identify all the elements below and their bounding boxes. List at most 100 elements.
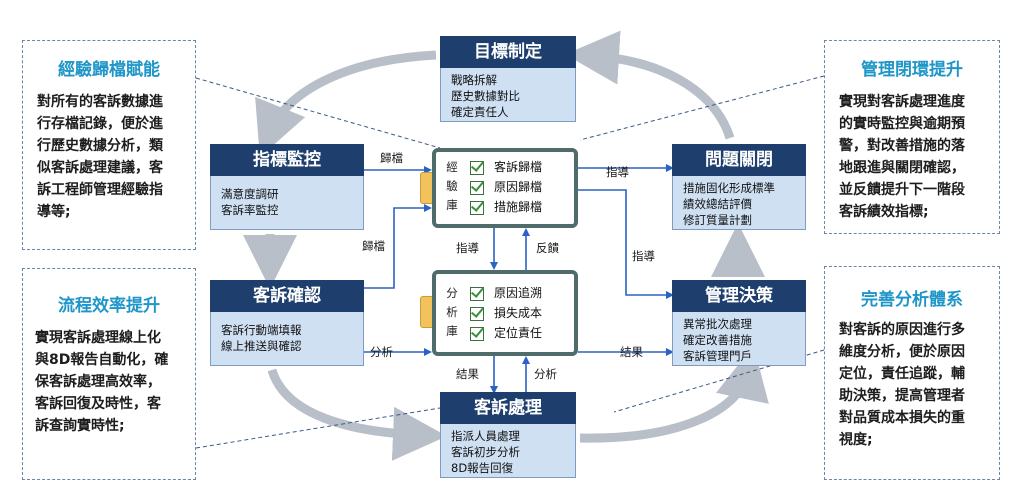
library-item-label: 損失成本	[494, 306, 543, 320]
node-item: 措施固化形成標準	[683, 181, 775, 195]
side-box-line: 與8D報告自動化，確	[35, 352, 169, 368]
cycle-arrow-confirm-to-handle	[267, 368, 447, 461]
side-box-line: 並反饋提升下一階段	[839, 182, 965, 198]
node-body: 指派人員處理 客訴初步分析 8D報告回復	[440, 424, 576, 478]
arrow-exp-to-decision	[578, 189, 674, 299]
library-side-char: 經	[446, 160, 458, 174]
side-box-line: 對品質成本損失的重	[839, 410, 965, 426]
library-item: 定位責任	[470, 324, 542, 341]
node-body: 措施固化形成標準 績效總結評價 修訂質量計劃	[672, 176, 806, 230]
side-box-efficiency: 流程效率提升 實現客訴處理線上化 與8D報告自動化，確 保客訴處理高效率， 客訴…	[22, 268, 196, 480]
arrow-label: 指導	[606, 165, 629, 179]
connector-top-right	[579, 75, 825, 141]
side-box-line: 的實時監控與逾期預	[839, 116, 965, 132]
cycle-arrow-goal-to-monitor	[255, 50, 437, 158]
side-box-line: 維度分析，便於原因	[839, 344, 965, 360]
library-side-char: 分	[446, 286, 458, 300]
arrow-label: 歸檔	[362, 239, 385, 253]
node-monitor: 指標監控 滿意度調研 客訴率監控	[210, 144, 364, 230]
node-title: 指標監控	[210, 144, 364, 176]
analysis-library: 分 析 庫 原因追溯 損失成本 定位責任	[432, 270, 578, 356]
library-item-label: 原因追溯	[494, 286, 543, 300]
arrow-label: 分析	[370, 345, 393, 359]
node-item: 確定改善措施	[683, 333, 752, 347]
side-box-line: 似客訴處理建議，客	[37, 160, 163, 176]
side-box-title: 管理閉環提升	[861, 60, 963, 80]
library-side-char: 驗	[446, 179, 458, 193]
arrow-label: 分析	[534, 367, 557, 381]
node-item: 修訂質量計劃	[683, 213, 752, 227]
node-goal: 目標制定 戰略拆解 歷史數據對比 確定責任人	[440, 36, 576, 122]
node-item: 客訴率監控	[221, 203, 279, 217]
side-box-line: 對客訴的原因進行多	[839, 322, 965, 338]
side-box-line: 導等;	[37, 204, 71, 220]
side-box-line: 客訴績效指標;	[839, 204, 929, 220]
library-side-char: 庫	[446, 324, 458, 338]
checkbox-icon	[470, 180, 484, 195]
side-box-line: 訴查詢實時性;	[35, 418, 125, 434]
library-side-char: 庫	[446, 198, 458, 212]
arrow-label: 指導	[632, 249, 655, 263]
node-body: 異常批次處理 確定改善措施 客訴管理門戶	[672, 312, 806, 366]
node-item: 客訴行動端填報	[221, 323, 302, 337]
checkbox-icon	[470, 326, 484, 341]
node-item: 戰略拆解	[451, 73, 497, 87]
library-item-label: 原因歸檔	[494, 180, 543, 194]
side-box-experience: 經驗歸檔賦能 對所有的客訴數據進 行存檔記錄，便於進 行歷史數據分析，類 似客訴…	[22, 40, 196, 250]
arrow-label: 指導	[456, 241, 479, 255]
connector-bottom-left	[195, 407, 441, 449]
node-item: 異常批次處理	[683, 317, 752, 331]
library-item: 原因追溯	[470, 284, 542, 301]
checkbox-icon	[470, 286, 484, 301]
node-body: 戰略拆解 歷史數據對比 確定責任人	[440, 68, 576, 122]
node-item: 歷史數據對比	[451, 89, 520, 103]
arrow-label: 結果	[620, 345, 643, 359]
library-item: 措施歸檔	[470, 198, 542, 215]
node-decision: 管理決策 異常批次處理 確定改善措施 客訴管理門戶	[672, 280, 806, 366]
side-box-line: 行歷史數據分析，類	[37, 138, 163, 154]
arrow-label: 歸檔	[380, 151, 403, 165]
side-box-body: 對客訴的原因進行多 維度分析，便於原因 定位，責任追蹤，輔 助決策，提高管理者 …	[839, 319, 965, 451]
library-item-label: 措施歸檔	[494, 200, 543, 214]
node-confirm: 客訴確認 客訴行動端填報 線上推送與確認	[210, 280, 364, 366]
side-box-body: 實現對客訴處理進度 的實時監控與逾期預 警，對改善措施的落 地跟進與關閉確認， …	[839, 91, 965, 223]
side-box-line: 實現客訴處理線上化	[35, 330, 161, 346]
node-title: 客訴確認	[210, 280, 364, 312]
side-box-title: 流程效率提升	[58, 296, 160, 316]
side-box-line: 訴工程師管理經驗指	[37, 182, 163, 198]
side-box-line: 行存檔記錄，便於進	[37, 116, 163, 132]
library-item-label: 定位責任	[494, 326, 543, 340]
side-box-body: 對所有的客訴數據進 行存檔記錄，便於進 行歷史數據分析，類 似客訴處理建議，客 …	[37, 91, 163, 223]
node-item: 指派人員處理	[451, 429, 520, 443]
side-box-analysis: 完善分析體系 對客訴的原因進行多 維度分析，便於原因 定位，責任追蹤，輔 助決策…	[824, 266, 1000, 480]
node-item: 滿意度調研	[221, 187, 279, 201]
arrow-label: 結果	[456, 367, 479, 381]
checkbox-icon	[470, 200, 484, 215]
node-title: 目標制定	[440, 36, 576, 68]
side-box-line: 地跟進與關閉確認，	[839, 160, 965, 176]
cycle-arrow-close-to-goal	[565, 30, 735, 140]
library-item-label: 客訴歸檔	[494, 160, 543, 174]
node-title: 問題關閉	[672, 144, 806, 176]
node-title: 客訴處理	[440, 392, 576, 424]
side-box-line: 助決策，提高管理者	[839, 388, 965, 404]
library-item: 客訴歸檔	[470, 158, 542, 175]
side-box-line: 警，對改善措施的落	[839, 138, 965, 154]
node-title: 管理決策	[672, 280, 806, 312]
node-body: 客訴行動端填報 線上推送與確認	[210, 312, 364, 366]
cycle-arrow-handle-to-decision	[579, 345, 769, 443]
side-box-body: 實現客訴處理線上化 與8D報告自動化，確 保客訴處理高效率， 客訴回復及時性，客…	[35, 327, 168, 437]
node-body: 滿意度調研 客訴率監控	[210, 176, 364, 230]
side-box-line: 客訴回復及時性，客	[35, 396, 161, 412]
library-item: 損失成本	[470, 304, 542, 321]
side-box-line: 保客訴處理高效率，	[35, 374, 161, 390]
side-box-title: 完善分析體系	[861, 290, 963, 310]
side-box-line: 對所有的客訴數據進	[37, 94, 163, 110]
side-box-title: 經驗歸檔賦能	[58, 60, 160, 80]
node-handle: 客訴處理 指派人員處理 客訴初步分析 8D報告回復	[440, 392, 576, 478]
side-box-line: 定位，責任追蹤，輔	[839, 366, 965, 382]
node-item: 確定責任人	[451, 105, 509, 119]
node-item: 客訴初步分析	[451, 445, 520, 459]
side-box-line: 實現對客訴處理進度	[839, 94, 965, 110]
